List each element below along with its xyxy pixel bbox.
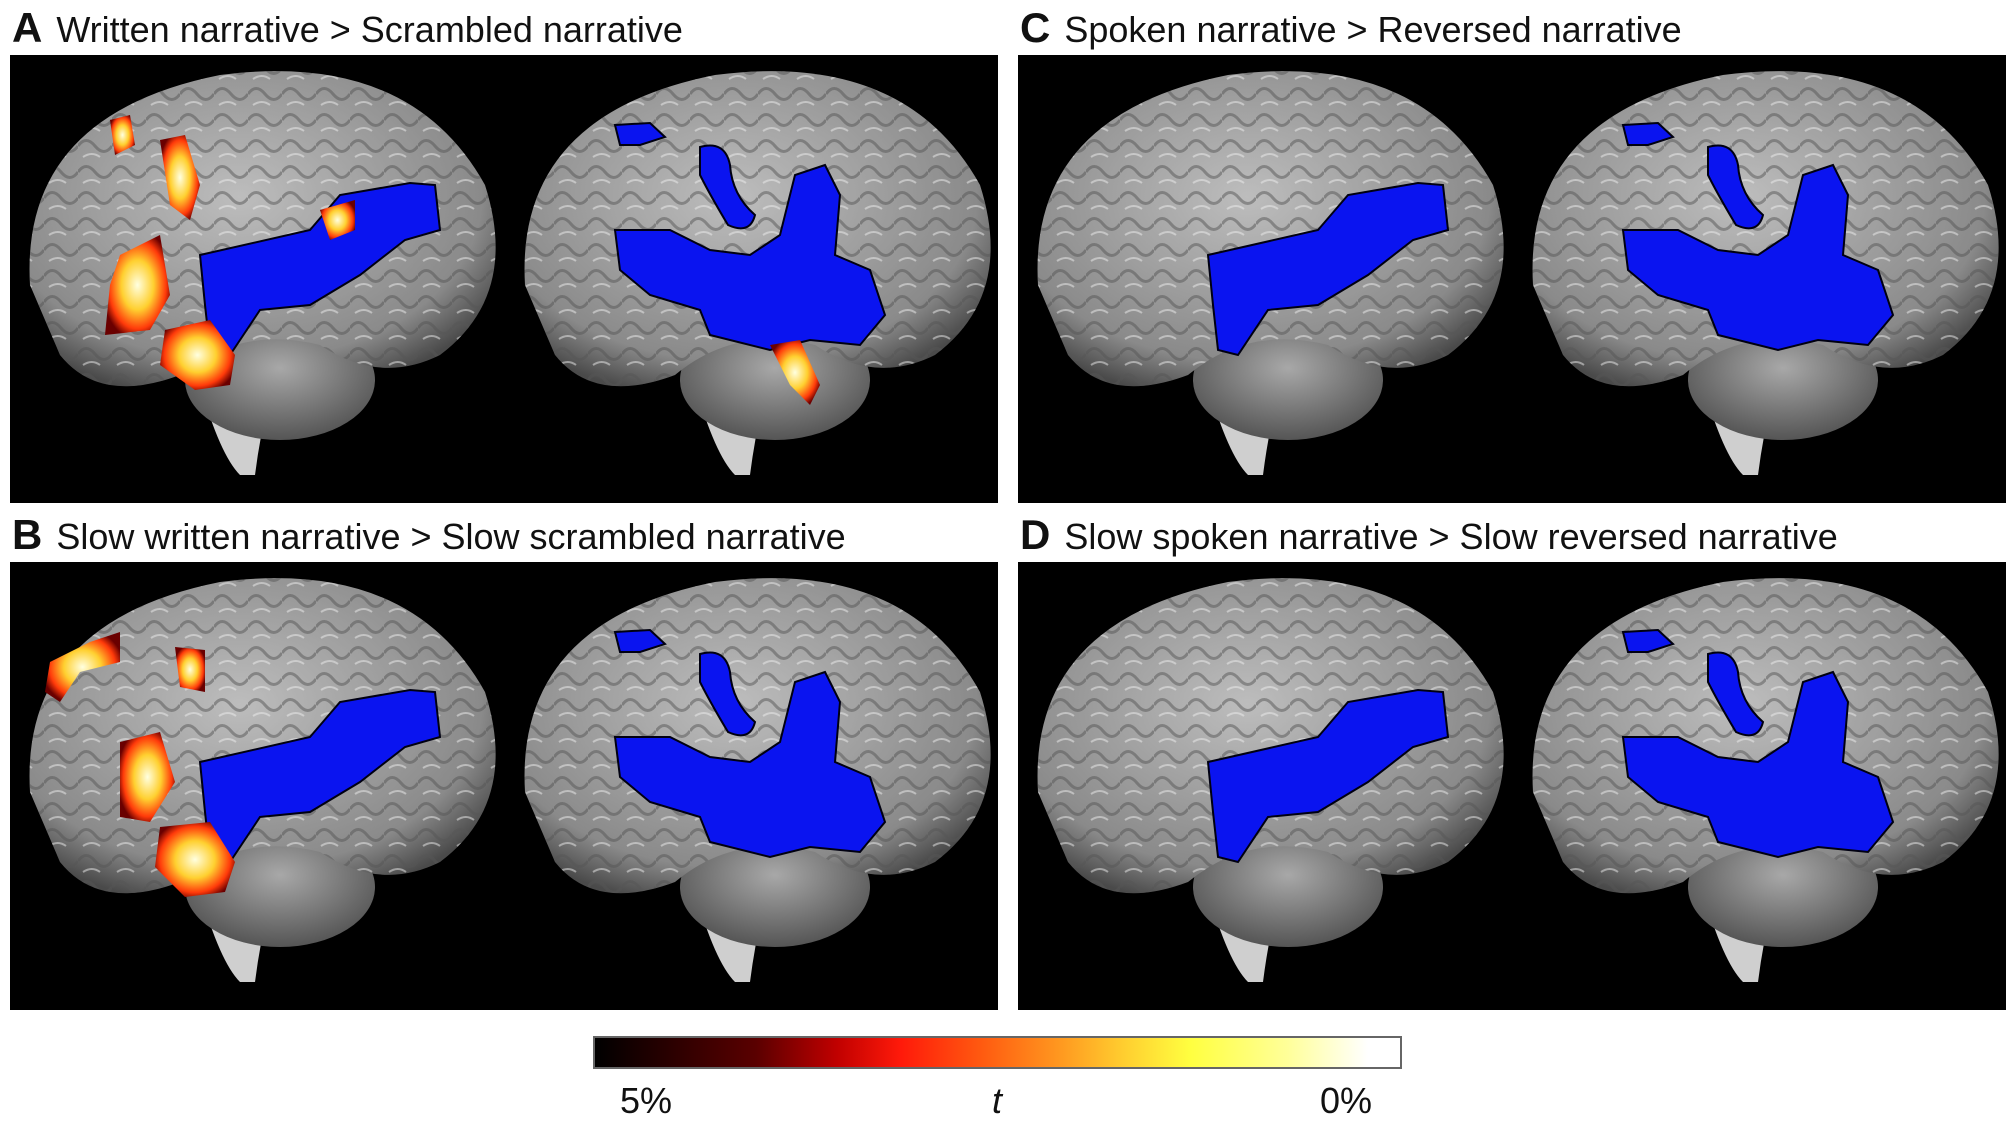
panel-letter: C: [1020, 4, 1051, 51]
colorbar-max-label: 0%: [1320, 1080, 1373, 1121]
activation-overlay-blue: [1206, 688, 1450, 864]
panel-letter: B: [12, 511, 43, 558]
colorbar-min-label: 5%: [620, 1080, 673, 1121]
panel-d-title: D Slow spoken narrative > Slow reversed …: [1020, 511, 1838, 559]
panel-c-brain-image: [1018, 55, 2006, 503]
activation-overlay-blue: [1206, 181, 1450, 357]
activation-overlay-blue: [613, 121, 887, 352]
panel-c-title: C Spoken narrative > Reversed narrative: [1020, 4, 1682, 52]
left-hemisphere-lateral-view: [1037, 578, 1504, 982]
panel-d-brain-image: [1018, 562, 2006, 1010]
colorbar: [593, 1036, 1402, 1069]
colorbar-axis-label: t: [992, 1080, 1003, 1121]
panel-title-text: Slow spoken narrative > Slow reversed na…: [1064, 516, 1838, 557]
panel-title-text: Written narrative > Scrambled narrative: [56, 9, 683, 50]
panel-letter: D: [1020, 511, 1051, 558]
panel-letter: A: [12, 4, 43, 51]
panel-a-title: A Written narrative > Scrambled narrativ…: [12, 4, 683, 52]
activation-overlay-hot: [45, 632, 235, 897]
activation-overlay-blue: [1621, 121, 1895, 352]
panel-b-brain-image: [10, 562, 998, 1010]
panel-a-brain-image: [10, 55, 998, 503]
activation-overlay-hot: [105, 115, 820, 405]
panel-title-text: Slow written narrative > Slow scrambled …: [56, 516, 846, 557]
panel-title-text: Spoken narrative > Reversed narrative: [1064, 9, 1682, 50]
activation-overlay-blue: [613, 628, 887, 859]
activation-overlay-blue: [1621, 628, 1895, 859]
panel-b-title: B Slow written narrative > Slow scramble…: [12, 511, 846, 559]
